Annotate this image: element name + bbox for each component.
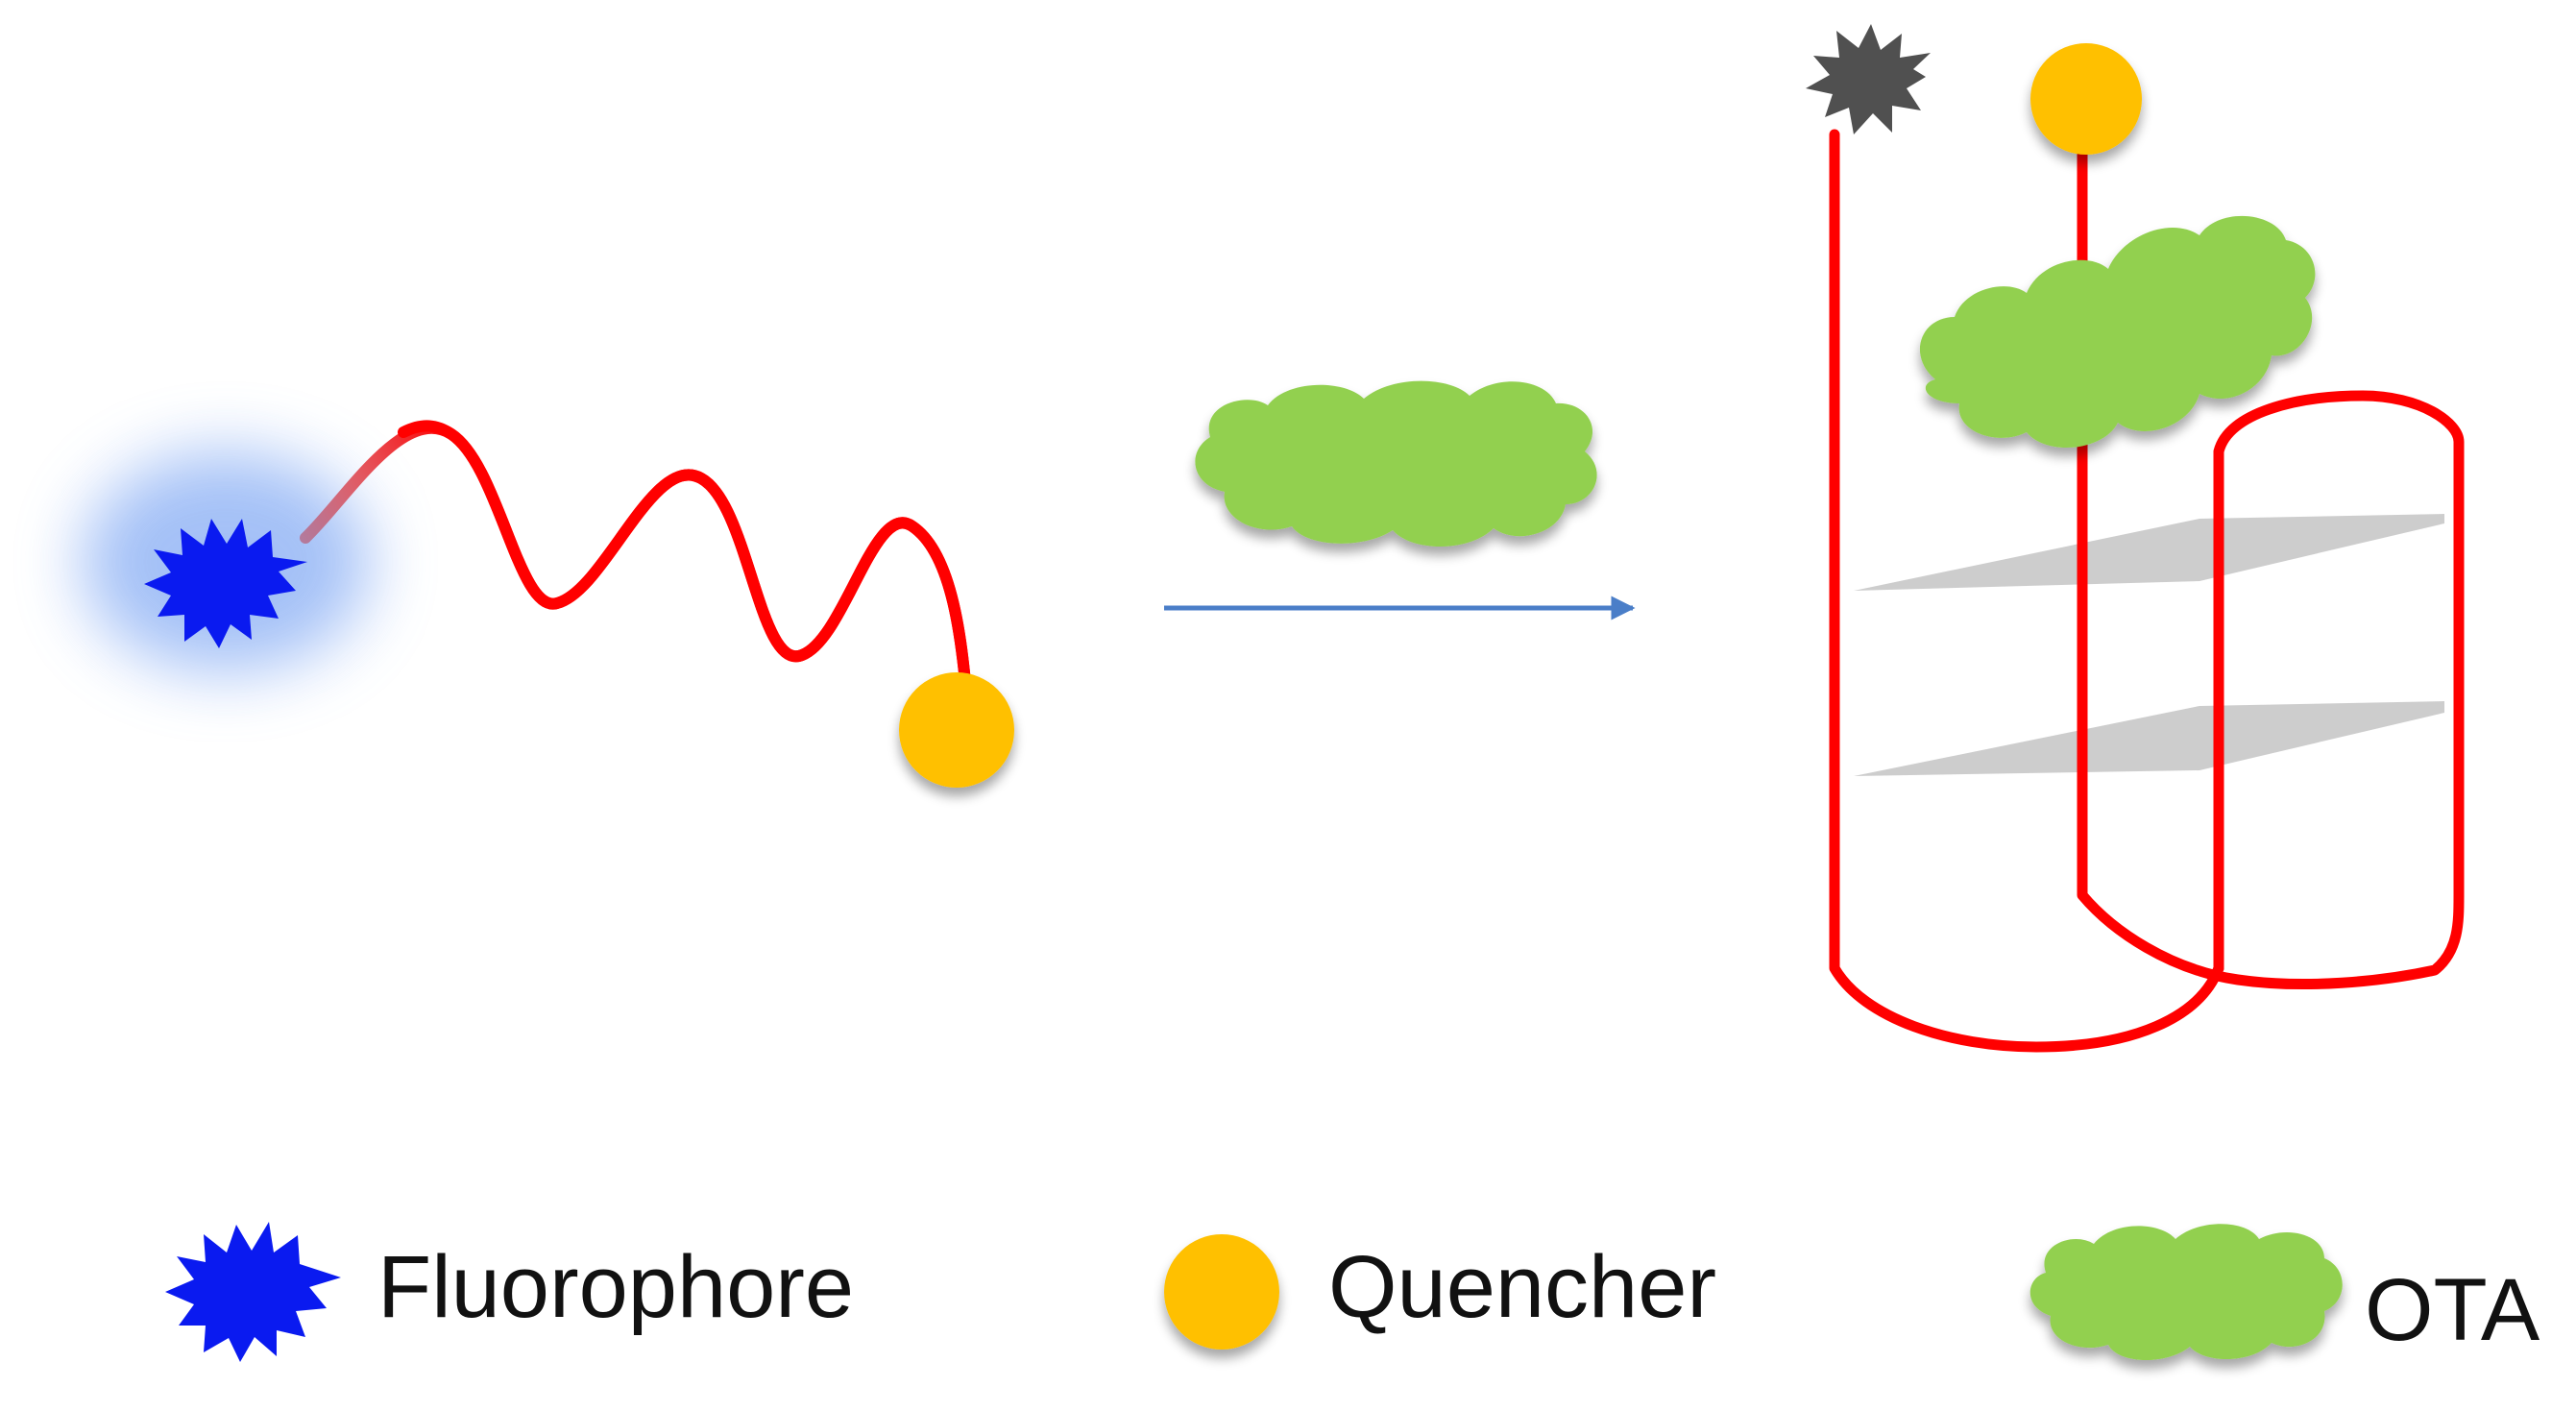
aptamer-strand-unfolded-core (398, 420, 971, 688)
aptamer-strand-folded-outer (1829, 129, 2224, 1053)
legend-quencher-label: Quencher (1328, 1238, 1717, 1336)
g-quartet-plane-top (1854, 514, 2444, 591)
ota-cloud-icon (1195, 380, 1597, 547)
quenched-fluorophore-icon (1806, 24, 1931, 134)
fluorophore-icon (144, 519, 307, 648)
legend-fluorophore-icon (165, 1222, 341, 1362)
legend-ota-icon (2029, 1224, 2343, 1361)
ota-bound-cloud-icon (1919, 215, 2316, 449)
quencher-icon (899, 672, 1014, 788)
legend-fluorophore-label: Fluorophore (377, 1238, 855, 1336)
legend-ota-label: OTA (2365, 1261, 2540, 1359)
free-aptamer-probe (82, 420, 1014, 788)
legend (165, 1222, 2343, 1362)
aptamer-strand-folded-inner (2077, 138, 2465, 990)
legend-quencher-icon (1164, 1234, 1279, 1350)
g-quadruplex-complex (1806, 24, 2465, 1053)
g-quartet-plane-bottom (1854, 701, 2444, 776)
aptamer-strand-folded-lobe (2213, 390, 2465, 974)
quencher-bound-icon (2030, 43, 2142, 155)
ota-addition-step (1164, 380, 1636, 620)
